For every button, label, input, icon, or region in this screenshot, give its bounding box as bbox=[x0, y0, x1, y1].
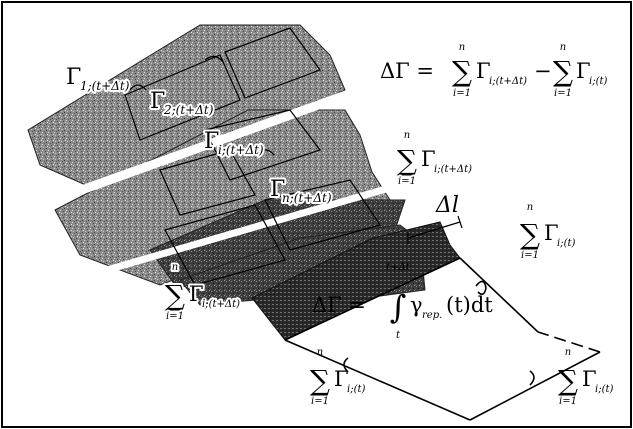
wake-strip-2 bbox=[54, 109, 391, 286]
rect-right-edge-dashed bbox=[537, 331, 601, 353]
eq-br-lower: i=1 bbox=[559, 396, 577, 407]
gamma-2-sub: 2;(t+Δt) bbox=[163, 103, 214, 117]
rect-right-edge bbox=[459, 257, 539, 333]
eq-int-lower: t bbox=[396, 330, 401, 341]
eq-mid-term-sub: i;(t+Δt) bbox=[434, 164, 472, 175]
swirl-arrow-2 bbox=[204, 55, 224, 63]
gamma-n-big: Γ bbox=[270, 177, 285, 202]
vortex-rings bbox=[124, 27, 381, 286]
eq-br-term-big: Γ bbox=[582, 367, 597, 391]
swirl-arrow-3 bbox=[257, 149, 275, 156]
eq-int-upper: t+Δt bbox=[386, 262, 411, 273]
eq-left-term-big: Γ bbox=[189, 282, 204, 306]
gamma-n-label: Γ n;(t+Δt) bbox=[268, 175, 334, 207]
eq-left-lower: i=1 bbox=[166, 311, 184, 322]
ring-2 bbox=[224, 27, 321, 99]
eq-mid-upper: n bbox=[404, 130, 410, 141]
eq-mid-term-big: Γ bbox=[421, 147, 436, 171]
eq-top-lhs: ΔΓ = bbox=[380, 59, 434, 83]
eq-mid-sum-symbol: ∑ bbox=[397, 144, 417, 177]
eq-top-term1-sub: i;(t+Δt) bbox=[489, 76, 527, 87]
eq-right-sum-symbol: ∑ bbox=[520, 218, 540, 251]
rect-left-edge bbox=[284, 339, 471, 421]
eq-top-sum1-symbol: ∑ bbox=[452, 55, 472, 88]
eq-right-term-big: Γ bbox=[544, 221, 559, 245]
eq-int-symbol: ∫ bbox=[390, 288, 407, 326]
rect-top-edge bbox=[284, 257, 461, 341]
eq-bl-term-sub: i;(t) bbox=[347, 384, 365, 395]
equation-integral: ΔΓ = t+Δt ∫ t γ rep. (t)dt bbox=[312, 262, 493, 341]
eq-right-term-sub: i;(t) bbox=[557, 238, 575, 249]
eq-top-term2-sub: i;(t) bbox=[589, 76, 607, 87]
eq-int-tail: (t)dt bbox=[446, 293, 493, 317]
wake-strip-1 bbox=[27, 24, 346, 201]
eq-bl-upper: n bbox=[317, 347, 323, 358]
equation-bottom-right: n ∑ i=1 Γ i;(t) bbox=[558, 347, 613, 407]
delta-l-label: Δl bbox=[435, 193, 459, 218]
eq-top-minus: − bbox=[534, 59, 552, 83]
eq-int-integrand: γ bbox=[410, 293, 423, 317]
eq-left-upper: n bbox=[172, 262, 178, 273]
eq-bl-lower: i=1 bbox=[311, 396, 329, 407]
eq-left-term-sub: i;(t+Δt) bbox=[202, 299, 240, 310]
equation-top: ΔΓ = n ∑ i=1 Γ i;(t+Δt) − n ∑ i=1 Γ i;(t… bbox=[380, 42, 607, 99]
gamma-i-sub: i;(t+Δt) bbox=[218, 143, 264, 157]
eq-bl-sum-symbol: ∑ bbox=[310, 364, 330, 397]
eq-mid-lower: i=1 bbox=[398, 176, 416, 187]
white-gap-2 bbox=[99, 178, 411, 276]
gamma-i-label: Γ i;(t+Δt) bbox=[202, 127, 266, 159]
eq-right-lower: i=1 bbox=[521, 250, 539, 261]
eq-bl-term-big: Γ bbox=[334, 367, 349, 391]
gamma-1-big: Γ bbox=[66, 65, 81, 90]
eq-top-sum1-lower: i=1 bbox=[453, 88, 471, 99]
equation-right: n ∑ i=1 Γ i;(t) bbox=[520, 202, 575, 261]
eq-left-sum-symbol: ∑ bbox=[165, 279, 185, 312]
circulation-arrow-bottom-left bbox=[343, 357, 349, 373]
eq-top-term2-big: Γ bbox=[576, 59, 591, 83]
eq-top-term1-big: Γ bbox=[476, 59, 491, 83]
gamma-2-big: Γ bbox=[150, 89, 165, 114]
eq-top-sum1-upper: n bbox=[459, 42, 465, 53]
delta-l-marker bbox=[407, 215, 463, 244]
eq-top-sum2-lower: i=1 bbox=[554, 88, 572, 99]
eq-int-lhs: ΔΓ = bbox=[312, 293, 366, 317]
eq-br-upper: n bbox=[565, 347, 571, 358]
equation-left-mid: n ∑ i=1 Γ i;(t+Δt) bbox=[163, 260, 242, 324]
gamma-1-label: Γ 1;(t+Δt) bbox=[64, 63, 132, 95]
gamma-1-sub: 1;(t+Δt) bbox=[80, 79, 130, 93]
swirl-arrow-1 bbox=[129, 84, 147, 91]
equation-bottom-left: n ∑ i=1 Γ i;(t) bbox=[310, 347, 365, 407]
gamma-n-sub: n;(t+Δt) bbox=[282, 191, 332, 205]
eq-br-term-sub: i;(t) bbox=[595, 384, 613, 395]
ring-mid bbox=[159, 149, 256, 216]
eq-int-integrand-sub: rep. bbox=[422, 310, 442, 321]
bound-vortex-rectangle bbox=[284, 257, 601, 421]
ring-left bbox=[164, 204, 286, 286]
white-gap-1 bbox=[38, 85, 362, 210]
equation-mid-right: n ∑ i=1 Γ i;(t+Δt) bbox=[395, 128, 474, 189]
ring-1 bbox=[124, 54, 241, 141]
eq-right-upper: n bbox=[527, 202, 533, 213]
circulation-arrow-bottom-right bbox=[529, 370, 535, 386]
ring-n bbox=[264, 179, 381, 251]
gamma-i-big: Γ bbox=[204, 129, 219, 154]
ring-i bbox=[204, 109, 321, 181]
circulation-arrow-right bbox=[475, 280, 487, 296]
rect-bottom-edge bbox=[469, 351, 601, 421]
eq-top-sum2-upper: n bbox=[560, 42, 566, 53]
eq-top-sum2-symbol: ∑ bbox=[553, 55, 573, 88]
eq-br-sum-symbol: ∑ bbox=[558, 364, 578, 397]
gamma-2-label: Γ 2;(t+Δt) bbox=[148, 87, 216, 119]
